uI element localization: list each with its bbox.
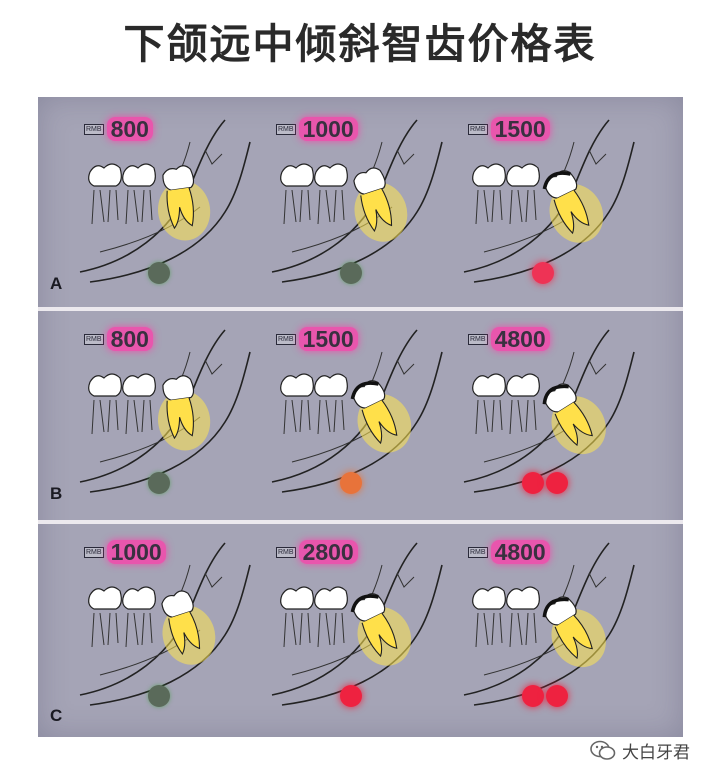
price-value: 1000 <box>298 117 358 141</box>
row-label-b: B <box>50 484 63 503</box>
tooth-illustration <box>79 119 251 283</box>
row-divider <box>38 307 683 311</box>
difficulty-dot <box>148 472 170 494</box>
wisdom-tooth <box>158 375 211 451</box>
wisdom-tooth <box>350 380 412 453</box>
currency-label: RMB <box>276 546 296 558</box>
difficulty-dot <box>546 472 568 494</box>
difficulty-indicator <box>340 472 362 494</box>
price-value: 1000 <box>106 540 166 564</box>
currency-label: RMB <box>468 546 488 558</box>
row-label-a: A <box>50 274 63 293</box>
wisdom-tooth <box>161 590 216 665</box>
wisdom-tooth <box>542 383 606 455</box>
difficulty-dot <box>522 685 544 707</box>
tooth-illustration <box>271 119 443 283</box>
wechat-icon <box>590 740 616 762</box>
difficulty-indicator <box>148 685 170 707</box>
wisdom-tooth <box>542 170 604 243</box>
molar-tooth <box>280 373 348 435</box>
molar-tooth <box>280 163 348 225</box>
molar-tooth <box>88 163 156 225</box>
tooth-illustration <box>79 542 251 706</box>
difficulty-dot <box>340 472 362 494</box>
price-value: 4800 <box>490 540 550 564</box>
difficulty-indicator <box>340 685 362 707</box>
currency-label: RMB <box>468 123 488 135</box>
watermark: 大白牙君 <box>590 738 690 763</box>
molar-tooth <box>472 163 540 225</box>
difficulty-dot <box>148 262 170 284</box>
difficulty-indicator <box>340 262 362 284</box>
difficulty-indicator <box>148 262 170 284</box>
wisdom-tooth <box>350 593 412 666</box>
molar-tooth <box>472 373 540 435</box>
difficulty-indicator <box>522 472 568 494</box>
price-value: 2800 <box>298 540 358 564</box>
price-value: 1500 <box>298 327 358 351</box>
price-value: 800 <box>106 327 153 351</box>
molar-tooth <box>88 373 156 435</box>
currency-label: RMB <box>84 546 104 558</box>
tooth-illustration <box>463 542 635 706</box>
wisdom-tooth <box>158 165 211 241</box>
difficulty-dot <box>340 685 362 707</box>
molar-tooth <box>88 586 156 648</box>
tooth-illustration <box>79 329 251 493</box>
tooth-illustration <box>463 119 635 283</box>
currency-label: RMB <box>84 123 104 135</box>
tooth-illustration <box>463 329 635 493</box>
difficulty-indicator <box>522 685 568 707</box>
difficulty-dot <box>522 472 544 494</box>
price-value: 1500 <box>490 117 550 141</box>
currency-label: RMB <box>276 333 296 345</box>
price-value: 4800 <box>490 327 550 351</box>
currency-label: RMB <box>84 333 104 345</box>
molar-tooth <box>472 586 540 648</box>
wisdom-tooth <box>542 596 606 668</box>
difficulty-indicator <box>148 472 170 494</box>
page-title: 下颌远中倾斜智齿价格表 <box>123 20 597 68</box>
wisdom-tooth <box>353 167 408 242</box>
row-divider <box>38 520 683 524</box>
currency-label: RMB <box>468 333 488 345</box>
difficulty-dot <box>340 262 362 284</box>
price-value: 800 <box>106 117 153 141</box>
difficulty-dot <box>148 685 170 707</box>
tooth-illustration <box>271 542 443 706</box>
currency-label: RMB <box>276 123 296 135</box>
difficulty-indicator <box>532 262 554 284</box>
watermark-text: 大白牙君 <box>622 743 690 763</box>
difficulty-dot <box>546 685 568 707</box>
tooth-illustration <box>271 329 443 493</box>
molar-tooth <box>280 586 348 648</box>
difficulty-dot <box>532 262 554 284</box>
row-label-c: C <box>50 706 63 725</box>
